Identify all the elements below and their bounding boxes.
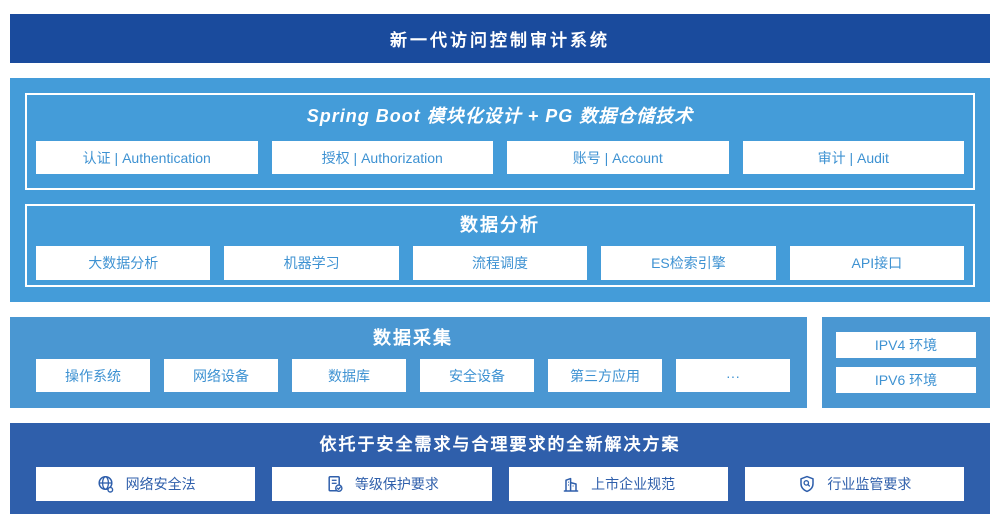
- analysis-box-es: ES检索引擎: [601, 246, 776, 280]
- collection-box-network-device: 网络设备: [164, 359, 278, 392]
- module-box-authentication: 认证 | Authentication: [36, 141, 258, 174]
- module-box-audit: 审计 | Audit: [742, 141, 964, 174]
- collection-box-third-party: 第三方应用: [548, 359, 662, 392]
- system-title: 新一代访问控制审计系统: [390, 31, 610, 50]
- data-analysis-frame: 数据分析 大数据分析 机器学习 流程调度 ES检索引擎 API接口: [25, 204, 975, 287]
- solution-box-industry-regulation: 行业监管要求: [744, 467, 964, 501]
- spring-boot-modules-frame: Spring Boot 模块化设计 + PG 数据仓储技术 认证 | Authe…: [25, 93, 975, 190]
- module-box-authorization: 授权 | Authorization: [271, 141, 493, 174]
- solution-box-label: 等级保护要求: [354, 476, 439, 492]
- data-collection-title: 数据采集: [373, 328, 453, 348]
- system-title-banner: 新一代访问控制审计系统: [10, 14, 990, 63]
- solution-box-label: 行业监管要求: [827, 476, 912, 492]
- buildings-icon: [561, 474, 581, 494]
- analysis-row: 大数据分析 机器学习 流程调度 ES检索引擎 API接口: [36, 246, 965, 280]
- modules-row: 认证 | Authentication 授权 | Authorization 账…: [36, 141, 964, 174]
- collection-row: 操作系统 网络设备 数据库 安全设备 第三方应用 ···: [36, 359, 790, 392]
- collection-box-os: 操作系统: [36, 359, 150, 392]
- ip-environment-panel: IPV4 环境 IPV6 环境: [822, 317, 990, 408]
- spring-boot-title: Spring Boot 模块化设计 + PG 数据仓储技术: [306, 106, 694, 126]
- solution-box-label: 上市企业规范: [591, 476, 676, 492]
- analysis-box-ml: 机器学习: [224, 246, 399, 280]
- solution-section: 依托于安全需求与合理要求的全新解决方案 网络安全法: [10, 423, 990, 514]
- solution-box-listed-company: 上市企业规范: [508, 467, 728, 501]
- collection-box-database: 数据库: [292, 359, 406, 392]
- checklist-icon: [325, 474, 345, 494]
- solution-box-cybersecurity-law: 网络安全法: [36, 467, 256, 501]
- platform-section: Spring Boot 模块化设计 + PG 数据仓储技术 认证 | Authe…: [10, 78, 990, 302]
- ipv6-env-box: IPV6 环境: [836, 367, 976, 393]
- data-collection-strip: 数据采集 操作系统 网络设备 数据库 安全设备 第三方应用 ··· IPV4 环…: [10, 317, 990, 408]
- analysis-box-api: API接口: [789, 246, 965, 280]
- solution-row: 网络安全法 等级保护要求: [36, 467, 964, 501]
- solution-title: 依托于安全需求与合理要求的全新解决方案: [319, 435, 681, 454]
- data-analysis-title: 数据分析: [460, 215, 540, 235]
- shield-search-icon: [797, 474, 817, 494]
- solution-box-classified-protection: 等级保护要求: [272, 467, 492, 501]
- solution-box-label: 网络安全法: [125, 476, 196, 492]
- collection-box-more: ···: [676, 359, 790, 392]
- ipv4-env-box: IPV4 环境: [836, 332, 976, 358]
- module-box-account: 账号 | Account: [507, 141, 729, 174]
- data-collection-section: 数据采集 操作系统 网络设备 数据库 安全设备 第三方应用 ···: [10, 317, 807, 408]
- collection-box-security-device: 安全设备: [420, 359, 534, 392]
- globe-icon: [96, 474, 116, 494]
- analysis-box-workflow: 流程调度: [412, 246, 588, 280]
- analysis-box-bigdata: 大数据分析: [36, 246, 211, 280]
